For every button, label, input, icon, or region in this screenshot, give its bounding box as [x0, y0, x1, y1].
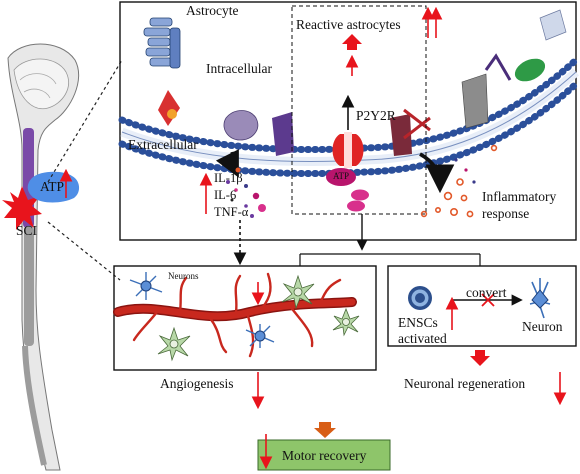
cytokine-particles	[226, 167, 266, 218]
neurons-label: Neurons	[168, 271, 199, 281]
atp-molecule-3	[347, 200, 365, 212]
ensc-label-1: ENSCs	[398, 315, 438, 330]
angiogenesis-panel	[113, 265, 377, 371]
cell-membrane	[118, 56, 580, 178]
neuron-cell-ensc	[529, 278, 551, 319]
ensc-label-2: activated	[398, 331, 447, 346]
reactive-astrocytes-label: Reactive astrocytes	[296, 17, 401, 32]
angiogenesis-label: Angiogenesis	[160, 376, 234, 391]
neuron-label: Neuron	[522, 319, 563, 334]
zoom-line-bottom	[47, 221, 121, 281]
cytokine-release-arrow	[215, 149, 239, 178]
convert-label: convert	[466, 285, 507, 300]
cytokine-tnfa: TNF-α	[214, 205, 249, 219]
neuronal-regeneration-label: Neuronal regeneration	[404, 376, 526, 391]
blood-vessel	[113, 272, 357, 358]
inflammatory-label-2: response	[482, 206, 530, 221]
sci-label: SCI	[16, 223, 38, 238]
atp-spinal-label: ATP	[40, 179, 65, 194]
red-bold-up-arrow	[342, 34, 362, 50]
cytokine-il6: IL-6	[214, 188, 237, 202]
astrocyte-cells-angiogenesis	[157, 274, 360, 362]
p2y2r-receptor	[332, 132, 364, 168]
spinal-cord-illustration	[7, 43, 80, 471]
atp-molecule-label: ATP	[333, 171, 350, 181]
motor-recovery-box	[257, 439, 391, 471]
extracellular-label: Extracellular	[128, 137, 198, 152]
atp-molecule-2	[351, 189, 369, 201]
inflammatory-particles	[420, 144, 498, 218]
motor-orange-arrow	[314, 422, 336, 438]
ensc-panel	[387, 265, 577, 347]
sci-injury-icon	[2, 186, 42, 230]
intracellular-label: Intracellular	[206, 61, 272, 76]
cytokine-il1b: IL-1β	[214, 171, 243, 185]
inflammatory-label-1: Inflammatory	[482, 189, 557, 204]
regeneration-bold-arrow	[470, 350, 490, 366]
ensc-cell	[408, 286, 432, 310]
blocked-x-icon	[481, 293, 495, 307]
neuron-cells-angiogenesis	[129, 272, 275, 348]
atp-molecule	[326, 168, 356, 186]
inflammatory-arrow	[419, 152, 455, 194]
astrocyte-label: Astrocyte	[186, 3, 239, 18]
reactive-astrocyte-box	[291, 5, 427, 215]
inflammatory-dots	[454, 158, 476, 184]
motor-recovery-label: Motor recovery	[282, 448, 367, 463]
p2y2r-label: P2Y2R	[356, 108, 396, 123]
